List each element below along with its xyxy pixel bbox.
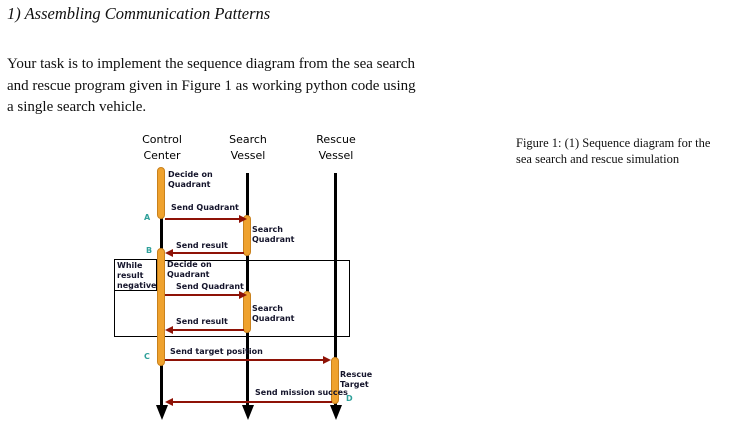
activity-label-search-quadrant-1: Search Quadrant [252,225,295,244]
activation-bar-search-1 [243,215,251,256]
activity-label-rescue-target: Rescue Target [340,370,373,389]
message-label-send-mission-succes: Send mission succes [255,388,348,397]
task-description: Your task is to implement the sequence d… [7,54,416,119]
activation-bar-search-2 [243,291,251,333]
figure-caption-line: sea search and rescue simulation [516,151,680,166]
message-label-send-quadrant-1: Send Quadrant [171,203,239,212]
arrowhead-right-icon [239,215,247,223]
arrowhead-left-icon [165,249,173,257]
message-arrow-send-quadrant-2 [165,294,239,296]
activity-label-search-quadrant-2: Search Quadrant [252,304,295,323]
lifeline-rescue-vessel [334,173,337,408]
activation-bar-control-2 [157,248,165,366]
arrowhead-right-icon [239,291,247,299]
message-label-send-quadrant-2: Send Quadrant [176,282,244,291]
task-description-line: Your task is to implement the sequence d… [7,56,415,72]
message-arrow-send-result-2 [173,329,244,331]
message-arrow-send-quadrant-1 [165,218,239,220]
message-label-send-result-2: Send result [176,317,228,326]
activity-label-decide-on-quadrant-2: Decide on Quadrant [167,260,212,279]
section-title: 1) Assembling Communication Patterns [7,4,271,23]
loop-condition-label: While result negative [117,261,157,290]
sequence-marker-d: D [346,394,353,403]
task-description-line: and rescue program given in Figure 1 as … [7,77,416,94]
sequence-marker-a: A [144,213,151,222]
message-arrow-send-result-1 [173,252,244,254]
arrowhead-right-icon [323,356,331,364]
message-label-send-target-position: Send target position [170,347,263,356]
arrowhead-left-icon [165,326,173,334]
lifeline-arrowhead-down-icon [330,405,342,420]
message-arrow-send-target-position [165,359,323,361]
lifeline-search-vessel [246,173,249,408]
activation-bar-rescue [331,357,339,404]
actor-label-control-center: Control Center [142,133,182,162]
sequence-marker-b: B [146,246,153,255]
lifeline-arrowhead-down-icon [242,405,254,420]
loop-condition-box: While result negative [114,259,157,291]
message-label-send-result-1: Send result [176,241,228,250]
actor-label-rescue-vessel: Rescue Vessel [316,133,356,162]
lifeline-arrowhead-down-icon [156,405,168,420]
activation-bar-control-1 [157,167,165,219]
figure-caption-line: Figure 1: (1) Sequence diagram for the [516,136,711,150]
loop-frame [114,260,350,337]
arrowhead-left-icon [165,398,173,406]
message-arrow-send-mission-succes [173,401,332,403]
actor-label-search-vessel: Search Vessel [229,133,267,162]
sequence-marker-c: C [144,352,150,361]
activity-label-decide-on-quadrant-1: Decide on Quadrant [168,170,213,189]
figure-caption: Figure 1: (1) Sequence diagram for the s… [516,136,710,167]
task-description-line: a single search vehicle. [7,99,147,115]
